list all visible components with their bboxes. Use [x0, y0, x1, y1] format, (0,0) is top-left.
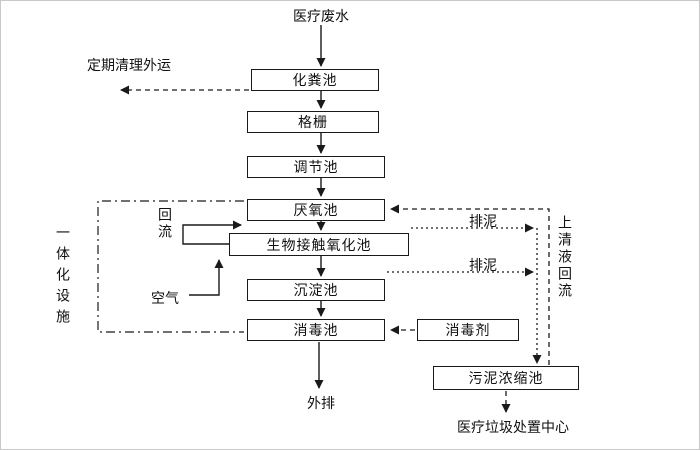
- medical-waste-center-label: 医疗垃圾处置中心: [457, 419, 569, 435]
- node-septic-tank: 化粪池: [251, 69, 379, 91]
- periodic-cleanup-label: 定期清理外运: [87, 57, 171, 73]
- supernatant-reflux-label: 上清液回流: [557, 215, 573, 300]
- sludge-discharge-label-2: 排泥: [469, 257, 497, 273]
- outfall-label: 外排: [307, 395, 335, 411]
- reflux-label: 回流: [157, 207, 173, 241]
- integrated-facility-label: 一体化设施: [55, 225, 71, 330]
- flow-supernatant-return: [390, 204, 550, 365]
- node-bio-contact-oxidation-tank: 生物接触氧化池: [229, 233, 409, 256]
- node-grid: 格栅: [247, 111, 379, 133]
- integrated-facility-bracket: [97, 200, 244, 333]
- node-disinfection-tank: 消毒池: [247, 319, 385, 341]
- sludge-discharge-label-1: 排泥: [469, 213, 497, 229]
- node-sedimentation-tank: 沉淀池: [247, 279, 385, 301]
- node-anaerobic-tank: 厌氧池: [247, 199, 385, 221]
- node-disinfectant: 消毒剂: [417, 319, 519, 341]
- flow-reflux-loop: [182, 220, 242, 245]
- source-label: 医疗废水: [293, 8, 349, 24]
- node-sludge-thickening-tank: 污泥浓缩池: [433, 366, 579, 390]
- node-regulating-tank: 调节池: [247, 156, 385, 178]
- air-label: 空气: [151, 290, 179, 306]
- flow-air-inlet: [189, 259, 224, 296]
